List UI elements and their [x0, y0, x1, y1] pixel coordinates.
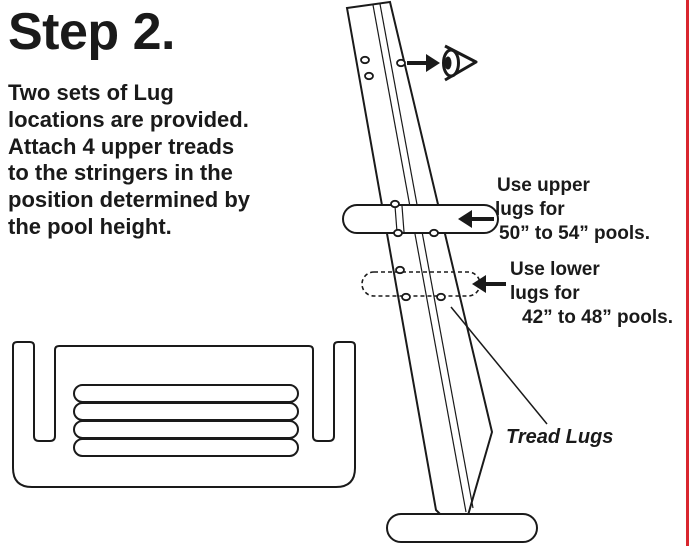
- callout-line: Use lower: [510, 259, 600, 280]
- upper-tread-outline: [342, 204, 499, 234]
- tread-lugs-leader: [450, 306, 548, 425]
- instruction-line: locations are provided.: [8, 106, 249, 132]
- page-edge-accent: [686, 0, 689, 546]
- tread-top-view: [12, 341, 356, 488]
- hole: [401, 292, 411, 302]
- callout-line: 50” to 54” pools.: [499, 222, 650, 244]
- tread-top-view-outline: [12, 341, 356, 488]
- instruction-line: to the stringers in the: [8, 160, 233, 186]
- lower-lug-holes: [395, 265, 446, 302]
- stringer: [345, 0, 494, 538]
- view-arrow: [407, 54, 440, 72]
- upper-lug-holes: [390, 199, 439, 238]
- tread-slot: [73, 402, 299, 421]
- lower-lugs-callout: Use lower lugs for 42” to 48” pools.: [510, 258, 673, 329]
- upper-lugs-callout: Use upper lugs for 50” to 54” pools.: [495, 174, 650, 245]
- callout-line: lugs for: [495, 198, 565, 220]
- hole: [393, 228, 403, 238]
- hole: [395, 265, 405, 275]
- tread-slot: [73, 384, 299, 403]
- upper-tread: [342, 204, 499, 234]
- callout-line: Use upper: [497, 175, 590, 196]
- tread-lugs-label: Tread Lugs: [506, 426, 614, 448]
- instruction-line: Attach 4 upper treads: [8, 133, 235, 159]
- hole: [436, 292, 446, 302]
- hole: [396, 58, 406, 68]
- hole: [364, 71, 374, 81]
- stringer-groove-1: [372, 4, 467, 513]
- callout-line: lugs for: [510, 282, 580, 304]
- stringer-groove-2: [379, 3, 474, 509]
- step-title: Step 2.: [8, 3, 176, 61]
- arrow-left-icon: [458, 210, 494, 228]
- lower-tread-outline: [361, 271, 481, 297]
- hole: [429, 228, 439, 238]
- stringer-holes: [360, 55, 406, 81]
- tread-slot: [73, 438, 299, 457]
- step-instruction: Two sets of Lug locations are provided. …: [8, 80, 308, 241]
- stringer-foot: [386, 513, 538, 543]
- tread-slot: [73, 420, 299, 439]
- lower-tread: [361, 271, 481, 297]
- callout-line: 42” to 48” pools.: [522, 306, 673, 328]
- stringer-outline: [345, 0, 494, 538]
- eye-icon: [442, 44, 478, 82]
- hole: [360, 55, 370, 65]
- arrow-left-icon: [472, 275, 506, 293]
- instruction-line: position determined by: [8, 187, 251, 213]
- instruction-line: Two sets of Lug: [8, 80, 174, 105]
- instruction-line: the pool height.: [8, 214, 172, 240]
- hole: [390, 199, 400, 209]
